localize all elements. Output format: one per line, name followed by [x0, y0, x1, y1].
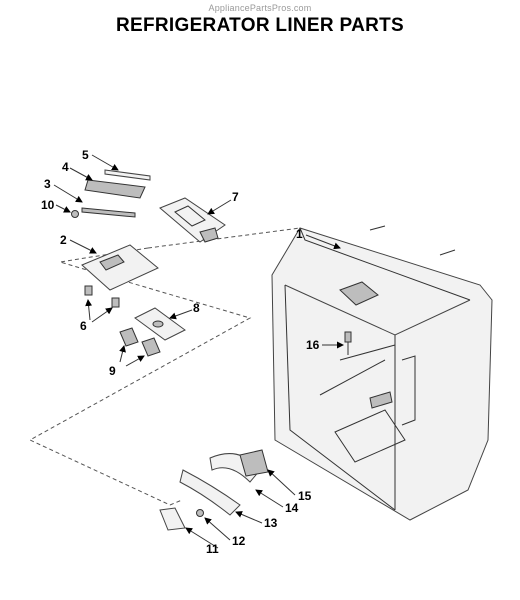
callout-11: 11 — [206, 542, 219, 556]
cover-part-7 — [159, 197, 226, 243]
callout-leaders — [53, 154, 344, 549]
callout-9: 9 — [109, 364, 116, 378]
fasteners-part-6 — [84, 285, 120, 308]
callout-2: 2 — [60, 233, 67, 247]
plate-part-8 — [134, 307, 186, 341]
callout-10: 10 — [41, 198, 55, 212]
callout-3: 3 — [44, 177, 51, 191]
grille-part-11 — [159, 507, 186, 531]
callout-15: 15 — [298, 489, 312, 503]
callout-16: 16 — [306, 338, 320, 352]
callout-12: 12 — [232, 534, 246, 548]
callout-1: 1 — [296, 227, 303, 241]
sensor-part-16 — [344, 331, 352, 355]
callout-7: 7 — [232, 190, 239, 204]
rail-part-3 — [81, 207, 136, 218]
callout-4: 4 — [62, 160, 69, 174]
assembly-dashed-outline — [28, 227, 301, 506]
sockets-part-9 — [119, 327, 161, 357]
rail-part-5 — [104, 169, 151, 181]
callout-8: 8 — [193, 301, 200, 315]
callout-6: 6 — [80, 319, 87, 333]
liner-part-1 — [271, 225, 493, 521]
callout-5: 5 — [82, 148, 89, 162]
callout-13: 13 — [264, 516, 278, 530]
bracket-part-2 — [81, 244, 159, 291]
clip-part-10 — [71, 210, 79, 218]
callout-labels: 1 2 3 4 5 6 7 8 9 10 11 12 13 14 15 16 — [41, 148, 320, 556]
deflector-part-13 — [179, 469, 241, 516]
housing-part-4 — [84, 179, 146, 199]
page-title: REFRIGERATOR LINER PARTS — [116, 15, 404, 36]
screw-part-12 — [196, 509, 204, 517]
watermark: AppliancePartsPros.com — [208, 3, 312, 13]
callout-14: 14 — [285, 501, 299, 515]
